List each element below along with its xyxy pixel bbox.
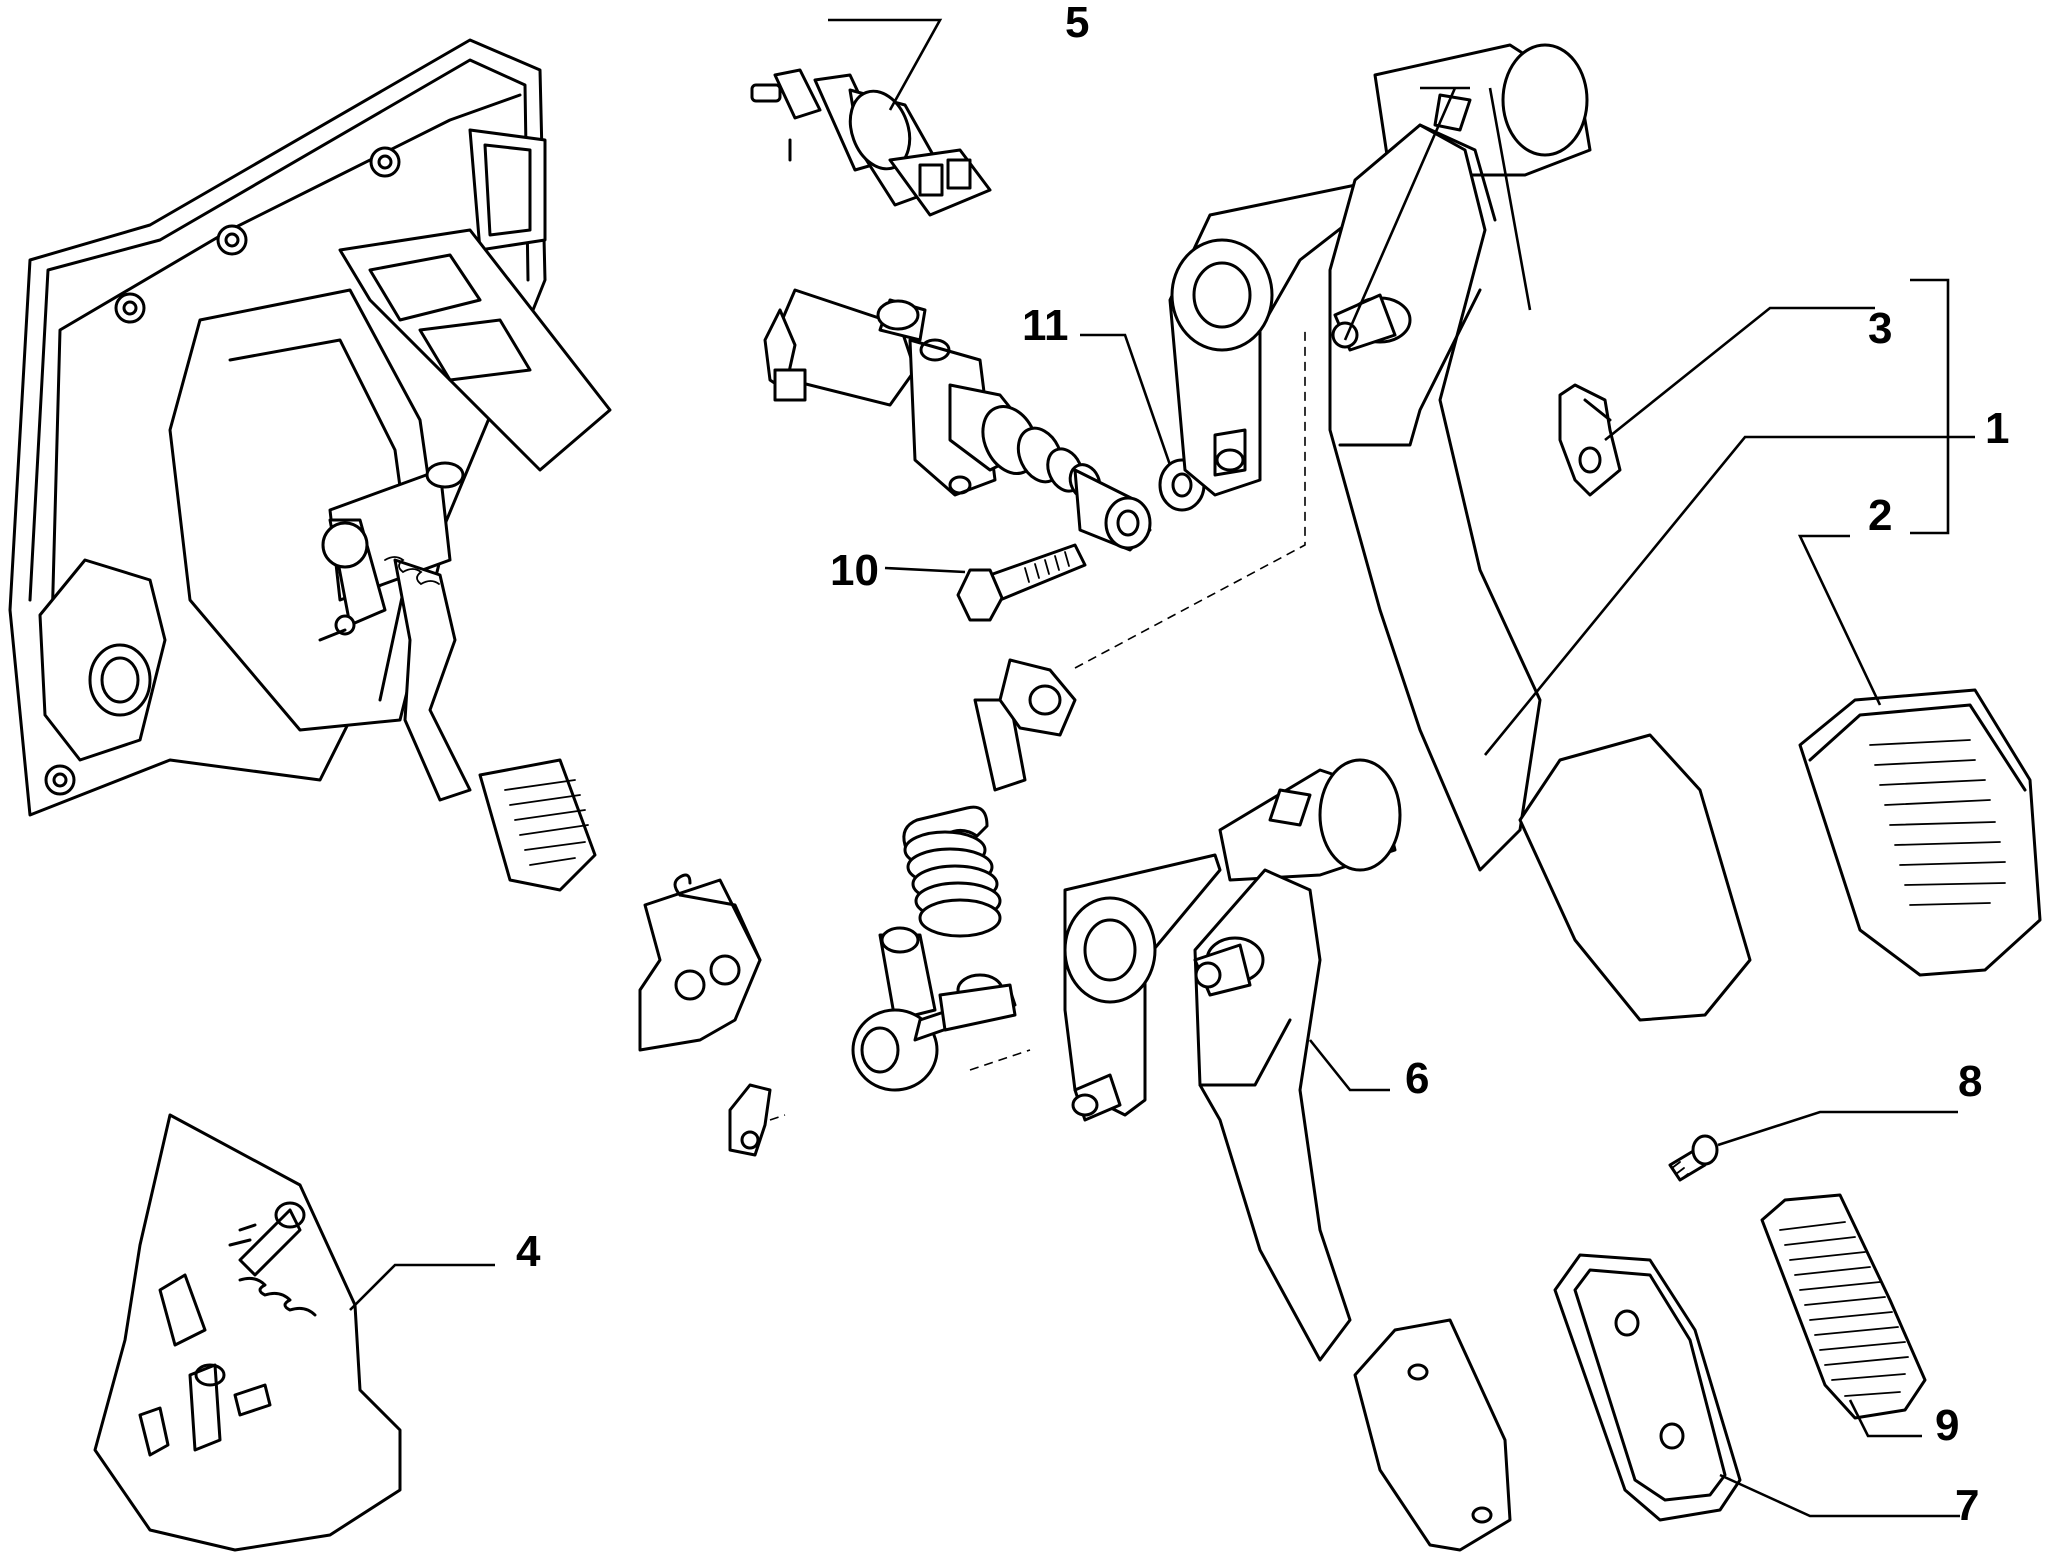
callout-11: 11 <box>1022 301 1069 350</box>
callout-9: 9 <box>1935 1401 1959 1450</box>
pedal-box-assembly <box>8 38 612 892</box>
part-10-bolt <box>956 543 1087 622</box>
pedal-linkage-parts <box>638 658 1077 1157</box>
callout-10: 10 <box>830 546 879 595</box>
part-2-brake-pedal-pad <box>1798 688 2042 977</box>
part-9-rubber-pad <box>1760 1193 1927 1420</box>
callout-7: 7 <box>1955 1481 1979 1530</box>
part-3-retaining-clip <box>1558 383 1622 497</box>
assembly-dashed-lines <box>769 330 1306 1121</box>
callout-5: 5 <box>1065 0 1089 47</box>
part-7-pedal-plate <box>1553 1253 1742 1522</box>
callout-4: 4 <box>516 1227 541 1276</box>
callout-2: 2 <box>1868 491 1892 540</box>
callout-1: 1 <box>1985 404 2009 453</box>
leader-lines <box>349 18 1975 1518</box>
part-5-pedal-switch <box>750 68 992 217</box>
callout-8: 8 <box>1958 1057 1982 1106</box>
part-6-clutch-pedal-arm <box>1063 758 1512 1552</box>
part-8-screw <box>1668 1134 1719 1182</box>
part-4-repair-kit <box>93 1113 402 1552</box>
callout-6: 6 <box>1405 1054 1429 1103</box>
callout-3: 3 <box>1868 304 1892 353</box>
clutch-master-cylinder <box>763 288 1152 552</box>
part-1-brake-pedal-arm <box>1168 43 1752 1022</box>
